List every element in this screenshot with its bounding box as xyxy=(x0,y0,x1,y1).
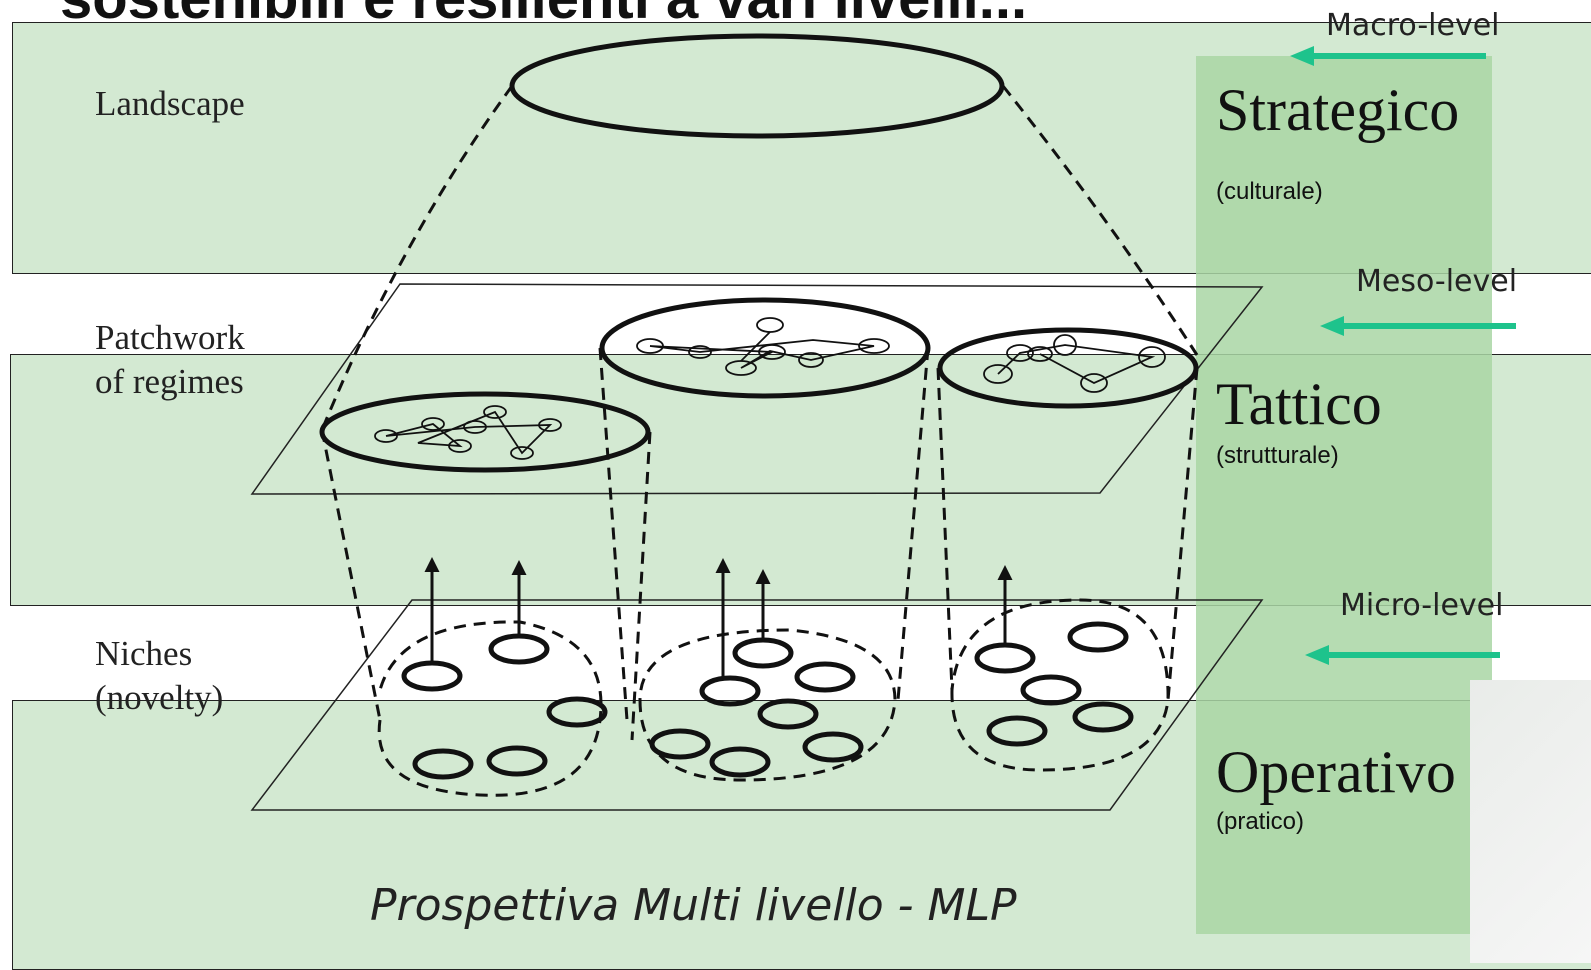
tactical-title: Tattico xyxy=(1216,371,1382,437)
landscape-ellipse xyxy=(509,33,1005,139)
regimes-label: Patchwork of regimes xyxy=(95,316,245,404)
strategic-subtitle: (culturale) xyxy=(1216,178,1323,205)
decorative-corner xyxy=(1470,680,1591,963)
regimes-label-line2: of regimes xyxy=(95,362,244,401)
niches-label: Niches (novelty) xyxy=(95,632,223,720)
operative-subtitle: (pratico) xyxy=(1216,808,1305,835)
micro-level-label: Micro-level xyxy=(1340,588,1504,623)
niches-label-line2: (novelty) xyxy=(95,678,224,717)
niche-clusters xyxy=(377,598,1170,797)
slide-title: sostenibili e resilienti a vari livelli.… xyxy=(60,0,1160,22)
regime-networks xyxy=(374,317,1166,460)
regime-ellipse-middle xyxy=(599,297,931,399)
landscape-cone xyxy=(320,85,1199,431)
regime-ellipse-left xyxy=(319,391,651,473)
diagram-caption: Prospettiva Multi livello - MLP xyxy=(370,880,1017,931)
strategic-title: Strategico xyxy=(1216,77,1460,143)
level-arrows xyxy=(1290,46,1516,665)
meso-level-label: Meso-level xyxy=(1356,264,1518,299)
macro-level-label: Macro-level xyxy=(1326,8,1500,43)
category-column xyxy=(1196,56,1492,934)
operative-title: Operativo xyxy=(1216,739,1456,805)
niche-plane xyxy=(250,599,1264,811)
innovation-arrows xyxy=(424,557,1013,678)
regimes-label-line1: Patchwork xyxy=(95,318,245,357)
niche-ellipses xyxy=(401,621,1134,780)
regime-ellipse-right xyxy=(937,327,1199,409)
regime-plane xyxy=(250,283,1264,495)
niches-label-line1: Niches xyxy=(95,634,193,673)
tactical-subtitle: (strutturale) xyxy=(1216,442,1339,469)
landscape-label: Landscape xyxy=(95,84,245,123)
regime-cones xyxy=(320,347,1199,741)
